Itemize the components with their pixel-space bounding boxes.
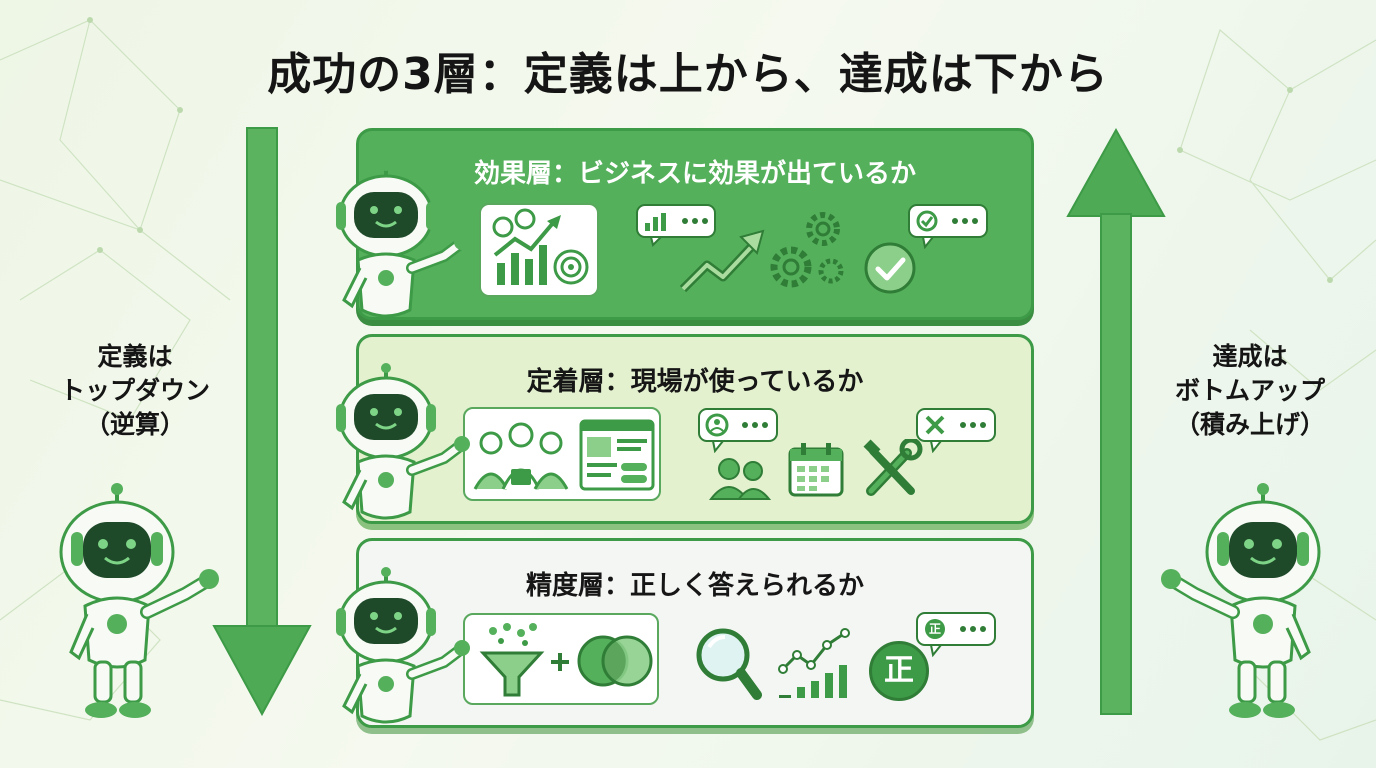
page-title: 成功の3層：定義は上から、達成は下から bbox=[267, 49, 1109, 100]
user-bubble-icon bbox=[698, 408, 778, 453]
tools-icon bbox=[863, 439, 923, 496]
down-arrow-icon bbox=[212, 127, 312, 717]
right-label-line3: （積み上げ） bbox=[1174, 410, 1325, 439]
layer-effect: 効果層：ビジネスに効果が出ているか bbox=[356, 128, 1034, 320]
correct-bubble-icon: 正 bbox=[915, 611, 997, 657]
left-label-line1: 定義は bbox=[97, 342, 173, 371]
layer-accuracy-title: 精度層：正しく答えられるか bbox=[525, 571, 864, 601]
team-card bbox=[463, 407, 661, 501]
layer-effect-title: 効果層：ビジネスに効果が出ているか bbox=[473, 159, 916, 189]
robot-right-icon bbox=[1161, 483, 1321, 718]
check-circle-icon bbox=[864, 242, 916, 294]
users-icon bbox=[709, 458, 771, 500]
robot-adoption-icon bbox=[336, 363, 470, 520]
right-label-line2: ボトムアップ bbox=[1174, 376, 1325, 405]
robot-left-icon bbox=[59, 483, 219, 718]
up-arrow-icon bbox=[1066, 127, 1166, 715]
left-label-line3: （逆算） bbox=[84, 410, 185, 439]
magnifier-icon bbox=[696, 628, 762, 700]
team-icon bbox=[473, 422, 569, 490]
correct-badge-icon: 正 bbox=[869, 641, 929, 701]
robot-accuracy-icon bbox=[336, 567, 470, 724]
layer-adoption: 定着層：現場が使っているか bbox=[356, 334, 1034, 524]
tools-bubble-icon bbox=[916, 408, 996, 453]
layer-accuracy: 精度層：正しく答えられるか 正 正 bbox=[356, 538, 1034, 728]
growth-chart-icon bbox=[492, 208, 589, 285]
right-label: 達成は ボトムアップ （積み上げ） bbox=[1150, 340, 1350, 442]
right-label-line1: 達成は bbox=[1212, 342, 1288, 371]
plus-icon bbox=[551, 653, 569, 671]
venn-icon bbox=[577, 635, 653, 687]
robot-effect-icon bbox=[336, 161, 470, 318]
line-bar-chart-icon bbox=[778, 628, 850, 698]
growth-card bbox=[479, 203, 599, 297]
funnel-card bbox=[463, 613, 659, 705]
gears-icon bbox=[770, 212, 844, 288]
layer-adoption-title: 定着層：現場が使っているか bbox=[526, 367, 864, 397]
left-label: 定義は トップダウン （逆算） bbox=[30, 340, 240, 442]
correct-bubble-text: 正 bbox=[928, 622, 941, 636]
chart-bubble-icon bbox=[636, 204, 716, 247]
check-bubble-icon bbox=[908, 204, 988, 249]
funnel-icon bbox=[479, 623, 545, 697]
trend-arrow-icon bbox=[679, 229, 765, 293]
calendar-icon bbox=[788, 443, 844, 497]
left-label-line2: トップダウン bbox=[59, 376, 210, 405]
dashboard-icon bbox=[579, 419, 655, 491]
